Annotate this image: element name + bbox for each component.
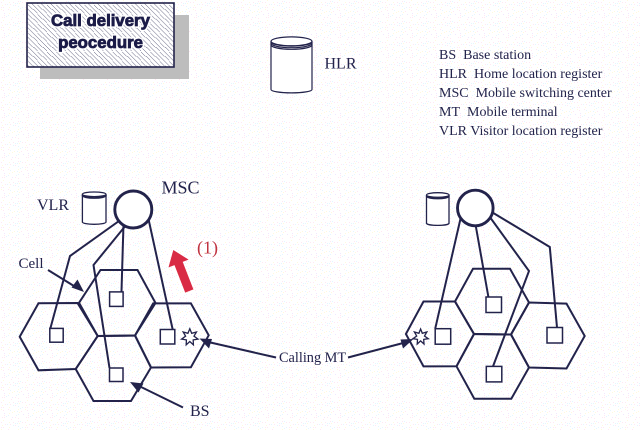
svg-text:VLR Visitor location register: VLR Visitor location register [439, 124, 603, 139]
svg-text:VLR: VLR [37, 197, 69, 214]
svg-text:MSC Mobile switching center: MSC Mobile switching center [439, 86, 612, 101]
svg-text:Calling MT: Calling MT [279, 350, 346, 366]
svg-text:BS: BS [190, 403, 210, 420]
svg-text:HLR: HLR [325, 56, 357, 73]
svg-text:Call delivery: Call delivery [51, 11, 151, 30]
svg-text:BS Base station: BS Base station [439, 48, 531, 63]
svg-text:(1): (1) [197, 238, 218, 259]
svg-text:MSC: MSC [162, 178, 200, 198]
svg-text:MT Mobile terminal: MT Mobile terminal [439, 105, 558, 120]
svg-text:peocedure: peocedure [58, 33, 143, 52]
svg-text:Cell: Cell [19, 256, 44, 272]
svg-text:HLR Home location register: HLR Home location register [439, 67, 603, 82]
svg-text:Call delivery: Call delivery [51, 11, 151, 30]
svg-text:peocedure: peocedure [58, 33, 143, 52]
